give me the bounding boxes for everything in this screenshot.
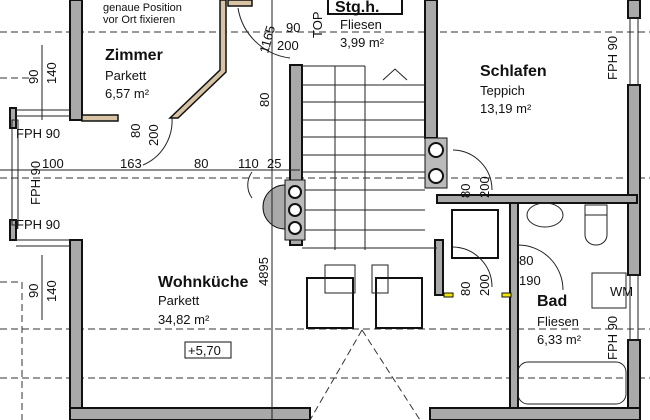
top-label: TOP bbox=[310, 12, 325, 39]
room-zimmer-name: Zimmer bbox=[105, 47, 163, 64]
dim-row-2: 80 bbox=[194, 156, 208, 171]
room-schlafen-name: Schlafen bbox=[480, 63, 547, 80]
window-left-top-label: FPH 90 bbox=[16, 126, 60, 141]
dim-hall-door-h: 200 bbox=[477, 274, 492, 296]
room-stgh-name: Stg.h. bbox=[335, 0, 379, 16]
door-swings bbox=[142, 7, 564, 298]
window-right-top-label: FPH 90 bbox=[605, 36, 620, 80]
dim-win-top-h: 140 bbox=[44, 62, 59, 84]
note-line1: genaue Position bbox=[103, 2, 182, 14]
room-wohnkueche-name: Wohnküche bbox=[158, 274, 248, 291]
dim-bad-door-h: 190 bbox=[519, 273, 541, 288]
dimension-lines bbox=[0, 0, 300, 420]
dim-row-0: 100 bbox=[42, 156, 64, 171]
level-label: +5,70 bbox=[188, 343, 221, 358]
dim-win-bot-w: 90 bbox=[26, 284, 41, 298]
dim-diag: 1165 bbox=[256, 24, 278, 55]
dim-win-top-w: 90 bbox=[26, 70, 41, 84]
dim-row-3: 110 bbox=[238, 156, 259, 171]
partitions bbox=[81, 0, 253, 122]
dim-zimmer-door-h: 200 bbox=[146, 124, 161, 146]
dim-row-1: 163 bbox=[120, 156, 142, 171]
room-wohnkueche-floor: Parkett bbox=[158, 293, 200, 308]
dim-top-door-w: 90 bbox=[286, 20, 300, 35]
dim-schlafen-door-h: 200 bbox=[477, 176, 492, 198]
window-bad-label: FPH 90 bbox=[605, 316, 620, 360]
dim-row-4: 25 bbox=[267, 156, 281, 171]
dim-height-489: 4895 bbox=[256, 257, 271, 286]
windows bbox=[11, 17, 639, 341]
window-left-mid-label: FPH 90 bbox=[28, 161, 43, 205]
dim-zimmer-door-w: 80 bbox=[128, 124, 143, 138]
room-stgh-floor: Fliesen bbox=[340, 17, 382, 32]
dim-top-door-h: 200 bbox=[277, 38, 299, 53]
kitchen-units bbox=[306, 209, 499, 420]
room-zimmer-area: 6,57 m² bbox=[105, 86, 150, 101]
room-wohnkueche-area: 34,82 m² bbox=[158, 312, 210, 327]
stgh-label-box bbox=[327, 0, 403, 15]
staircase bbox=[302, 65, 437, 250]
window-left-bottom-label: FPH 90 bbox=[16, 217, 60, 232]
dim-hall-door-w: 80 bbox=[458, 282, 473, 296]
room-schlafen-floor: Teppich bbox=[480, 83, 525, 98]
room-bad-name: Bad bbox=[537, 293, 567, 310]
room-zimmer-floor: Parkett bbox=[105, 68, 147, 83]
room-schlafen-area: 13,19 m² bbox=[480, 101, 532, 116]
vent-icons bbox=[262, 137, 448, 241]
bathroom-fixtures bbox=[517, 202, 627, 405]
washing-machine-label: WM bbox=[610, 284, 633, 299]
room-stgh-area: 3,99 m² bbox=[340, 35, 385, 50]
dim-schlafen-door-w: 80 bbox=[458, 184, 473, 198]
dim-stair-80: 80 bbox=[257, 93, 272, 107]
room-bad-floor: Fliesen bbox=[537, 314, 579, 329]
room-bad-area: 6,33 m² bbox=[537, 332, 582, 347]
dim-win-bot-h: 140 bbox=[44, 280, 59, 302]
level-box bbox=[184, 341, 232, 359]
note-line2: vor Ort fixieren bbox=[103, 14, 175, 26]
dim-bad-door-w: 80 bbox=[519, 253, 533, 268]
